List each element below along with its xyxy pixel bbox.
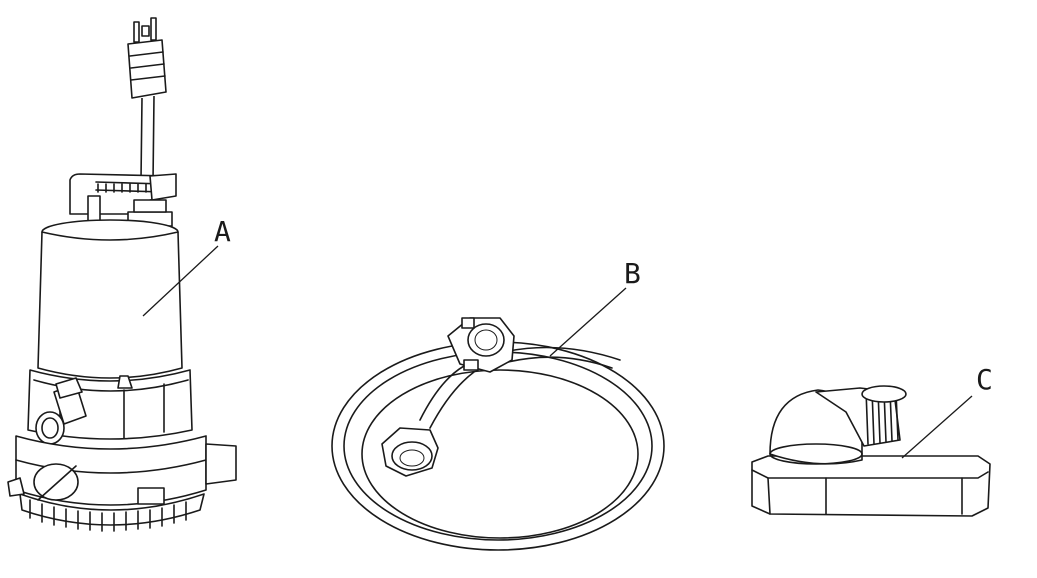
leader-line-c (901, 395, 973, 459)
elbow-base-drawing (751, 385, 991, 517)
pump-drawing (7, 17, 237, 532)
label-b: B (624, 257, 641, 290)
label-c: C (976, 363, 993, 396)
label-a: A (214, 215, 231, 248)
leader-line-a (142, 245, 219, 317)
hose-drawing (331, 317, 665, 551)
leader-line-b (549, 287, 627, 357)
